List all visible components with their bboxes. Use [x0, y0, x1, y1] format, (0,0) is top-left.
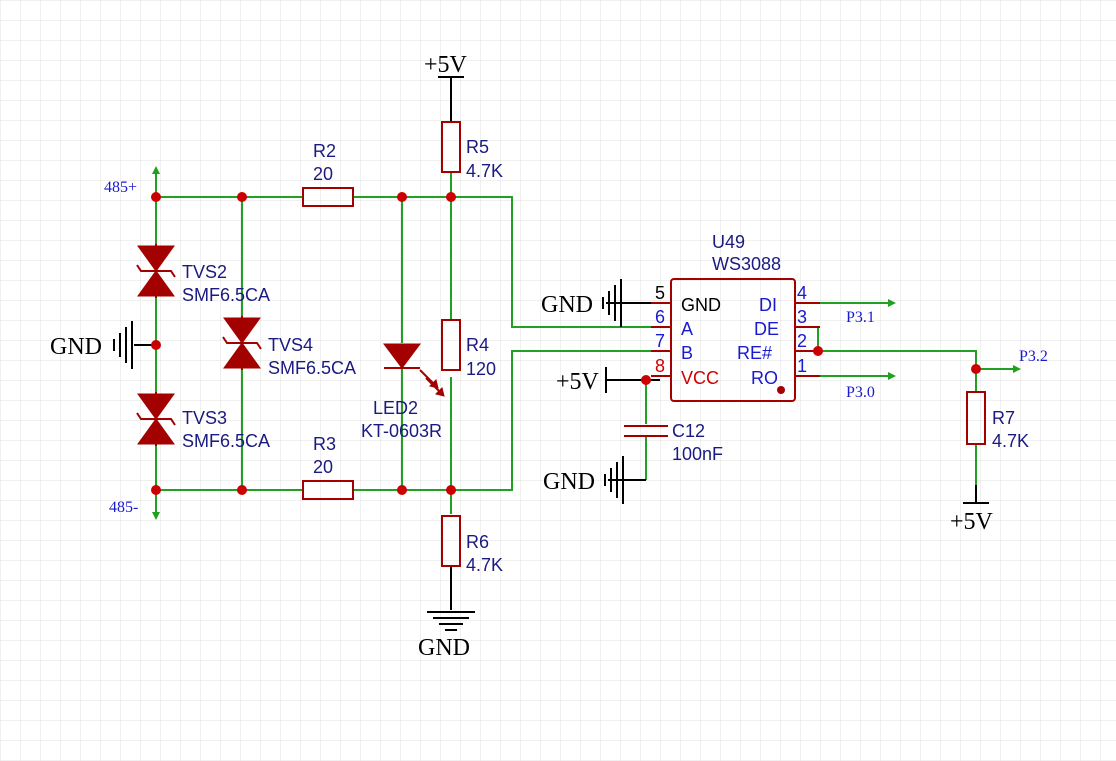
net-label-gnd-left: GND [50, 334, 102, 360]
gnd-symbol-left [113, 321, 133, 369]
junction-dot [397, 192, 407, 202]
tvs4-value: SMF6.5CA [268, 358, 356, 378]
pin-num-2: 2 [797, 331, 807, 351]
junction-dot [151, 340, 161, 350]
wires [155, 172, 1015, 514]
net-label-p30: P3.0 [846, 384, 875, 401]
resistor-r4[interactable] [441, 319, 461, 371]
r2-ref: R2 [313, 141, 336, 161]
led2-ref: LED2 [373, 398, 418, 418]
junction-dot [813, 346, 823, 356]
r7-value: 4.7K [992, 431, 1029, 451]
pin-name-vcc: VCC [681, 368, 719, 388]
gnd-symbol-cap [604, 456, 624, 504]
junction-dot [237, 192, 247, 202]
pin-num-5: 5 [655, 283, 665, 303]
junction-dot [446, 485, 456, 495]
tvs-diode-tvs2[interactable] [136, 244, 176, 298]
pin-name-re: RE# [737, 343, 772, 363]
pin-name-de: DE [754, 319, 779, 339]
junctions [151, 192, 981, 495]
pin-num-1: 1 [797, 356, 807, 376]
net-arrows [152, 166, 1021, 520]
junction-dot [971, 364, 981, 374]
net-label-485-minus: 485- [109, 499, 138, 516]
chip-value: WS3088 [712, 254, 781, 274]
r2-value: 20 [313, 164, 333, 184]
junction-dot [151, 485, 161, 495]
pin-name-a: A [681, 319, 693, 339]
chip-ref: U49 [712, 232, 745, 252]
junction-dot [446, 192, 456, 202]
chip-u49[interactable] [651, 278, 820, 402]
r3-ref: R3 [313, 434, 336, 454]
net-label-gnd-chip: GND [541, 292, 593, 318]
net-label-485-plus: 485+ [104, 179, 137, 196]
pin-num-8: 8 [655, 356, 665, 376]
tvs2-value: SMF6.5CA [182, 285, 270, 305]
pin-num-3: 3 [797, 307, 807, 327]
pin-num-7: 7 [655, 331, 665, 351]
resistor-r3[interactable] [302, 480, 354, 500]
c12-value: 100nF [672, 444, 723, 464]
r3-value: 20 [313, 457, 333, 477]
tvs-diode-tvs3[interactable] [136, 392, 176, 446]
tvs-diode-tvs4[interactable] [222, 316, 262, 370]
pin-name-ro: RO [751, 368, 778, 388]
r4-ref: R4 [466, 335, 489, 355]
led2-value: KT-0603R [361, 421, 442, 441]
r6-ref: R6 [466, 532, 489, 552]
junction-dot [397, 485, 407, 495]
pin-num-4: 4 [797, 283, 807, 303]
pin-name-gnd: GND [681, 295, 721, 315]
net-label-gnd-cap: GND [543, 469, 595, 495]
net-label-vcc-chip: +5V [556, 369, 600, 395]
pin-num-6: 6 [655, 307, 665, 327]
pin-name-b: B [681, 343, 693, 363]
gnd-symbol-bottom [427, 611, 475, 631]
net-label-gnd-bottom: GND [418, 635, 470, 661]
gnd-symbol-chip [602, 279, 622, 327]
r6-value: 4.7K [466, 555, 503, 575]
tvs3-ref: TVS3 [182, 408, 227, 428]
tvs3-value: SMF6.5CA [182, 431, 270, 451]
tvs2-ref: TVS2 [182, 262, 227, 282]
tvs4-ref: TVS4 [268, 335, 313, 355]
chip-pin1-marker [777, 386, 785, 394]
net-label-p32: P3.2 [1019, 348, 1048, 365]
capacitor-c12[interactable] [624, 425, 668, 437]
pin-name-di: DI [759, 295, 777, 315]
junction-dot [237, 485, 247, 495]
resistor-r2[interactable] [302, 187, 354, 207]
r4-value: 120 [466, 359, 496, 379]
r7-ref: R7 [992, 408, 1015, 428]
resistor-r7[interactable] [966, 391, 986, 445]
r5-value: 4.7K [466, 161, 503, 181]
r5-ref: R5 [466, 137, 489, 157]
c12-ref: C12 [672, 421, 705, 441]
led-led2[interactable] [383, 343, 445, 397]
resistor-r6[interactable] [441, 515, 461, 567]
resistor-r5[interactable] [441, 121, 461, 173]
net-label-p31: P3.1 [846, 309, 875, 326]
net-label-vcc-right: +5V [950, 509, 994, 535]
net-label-vcc-top: +5V [424, 52, 468, 78]
junction-dot [641, 375, 651, 385]
junction-dot [151, 192, 161, 202]
